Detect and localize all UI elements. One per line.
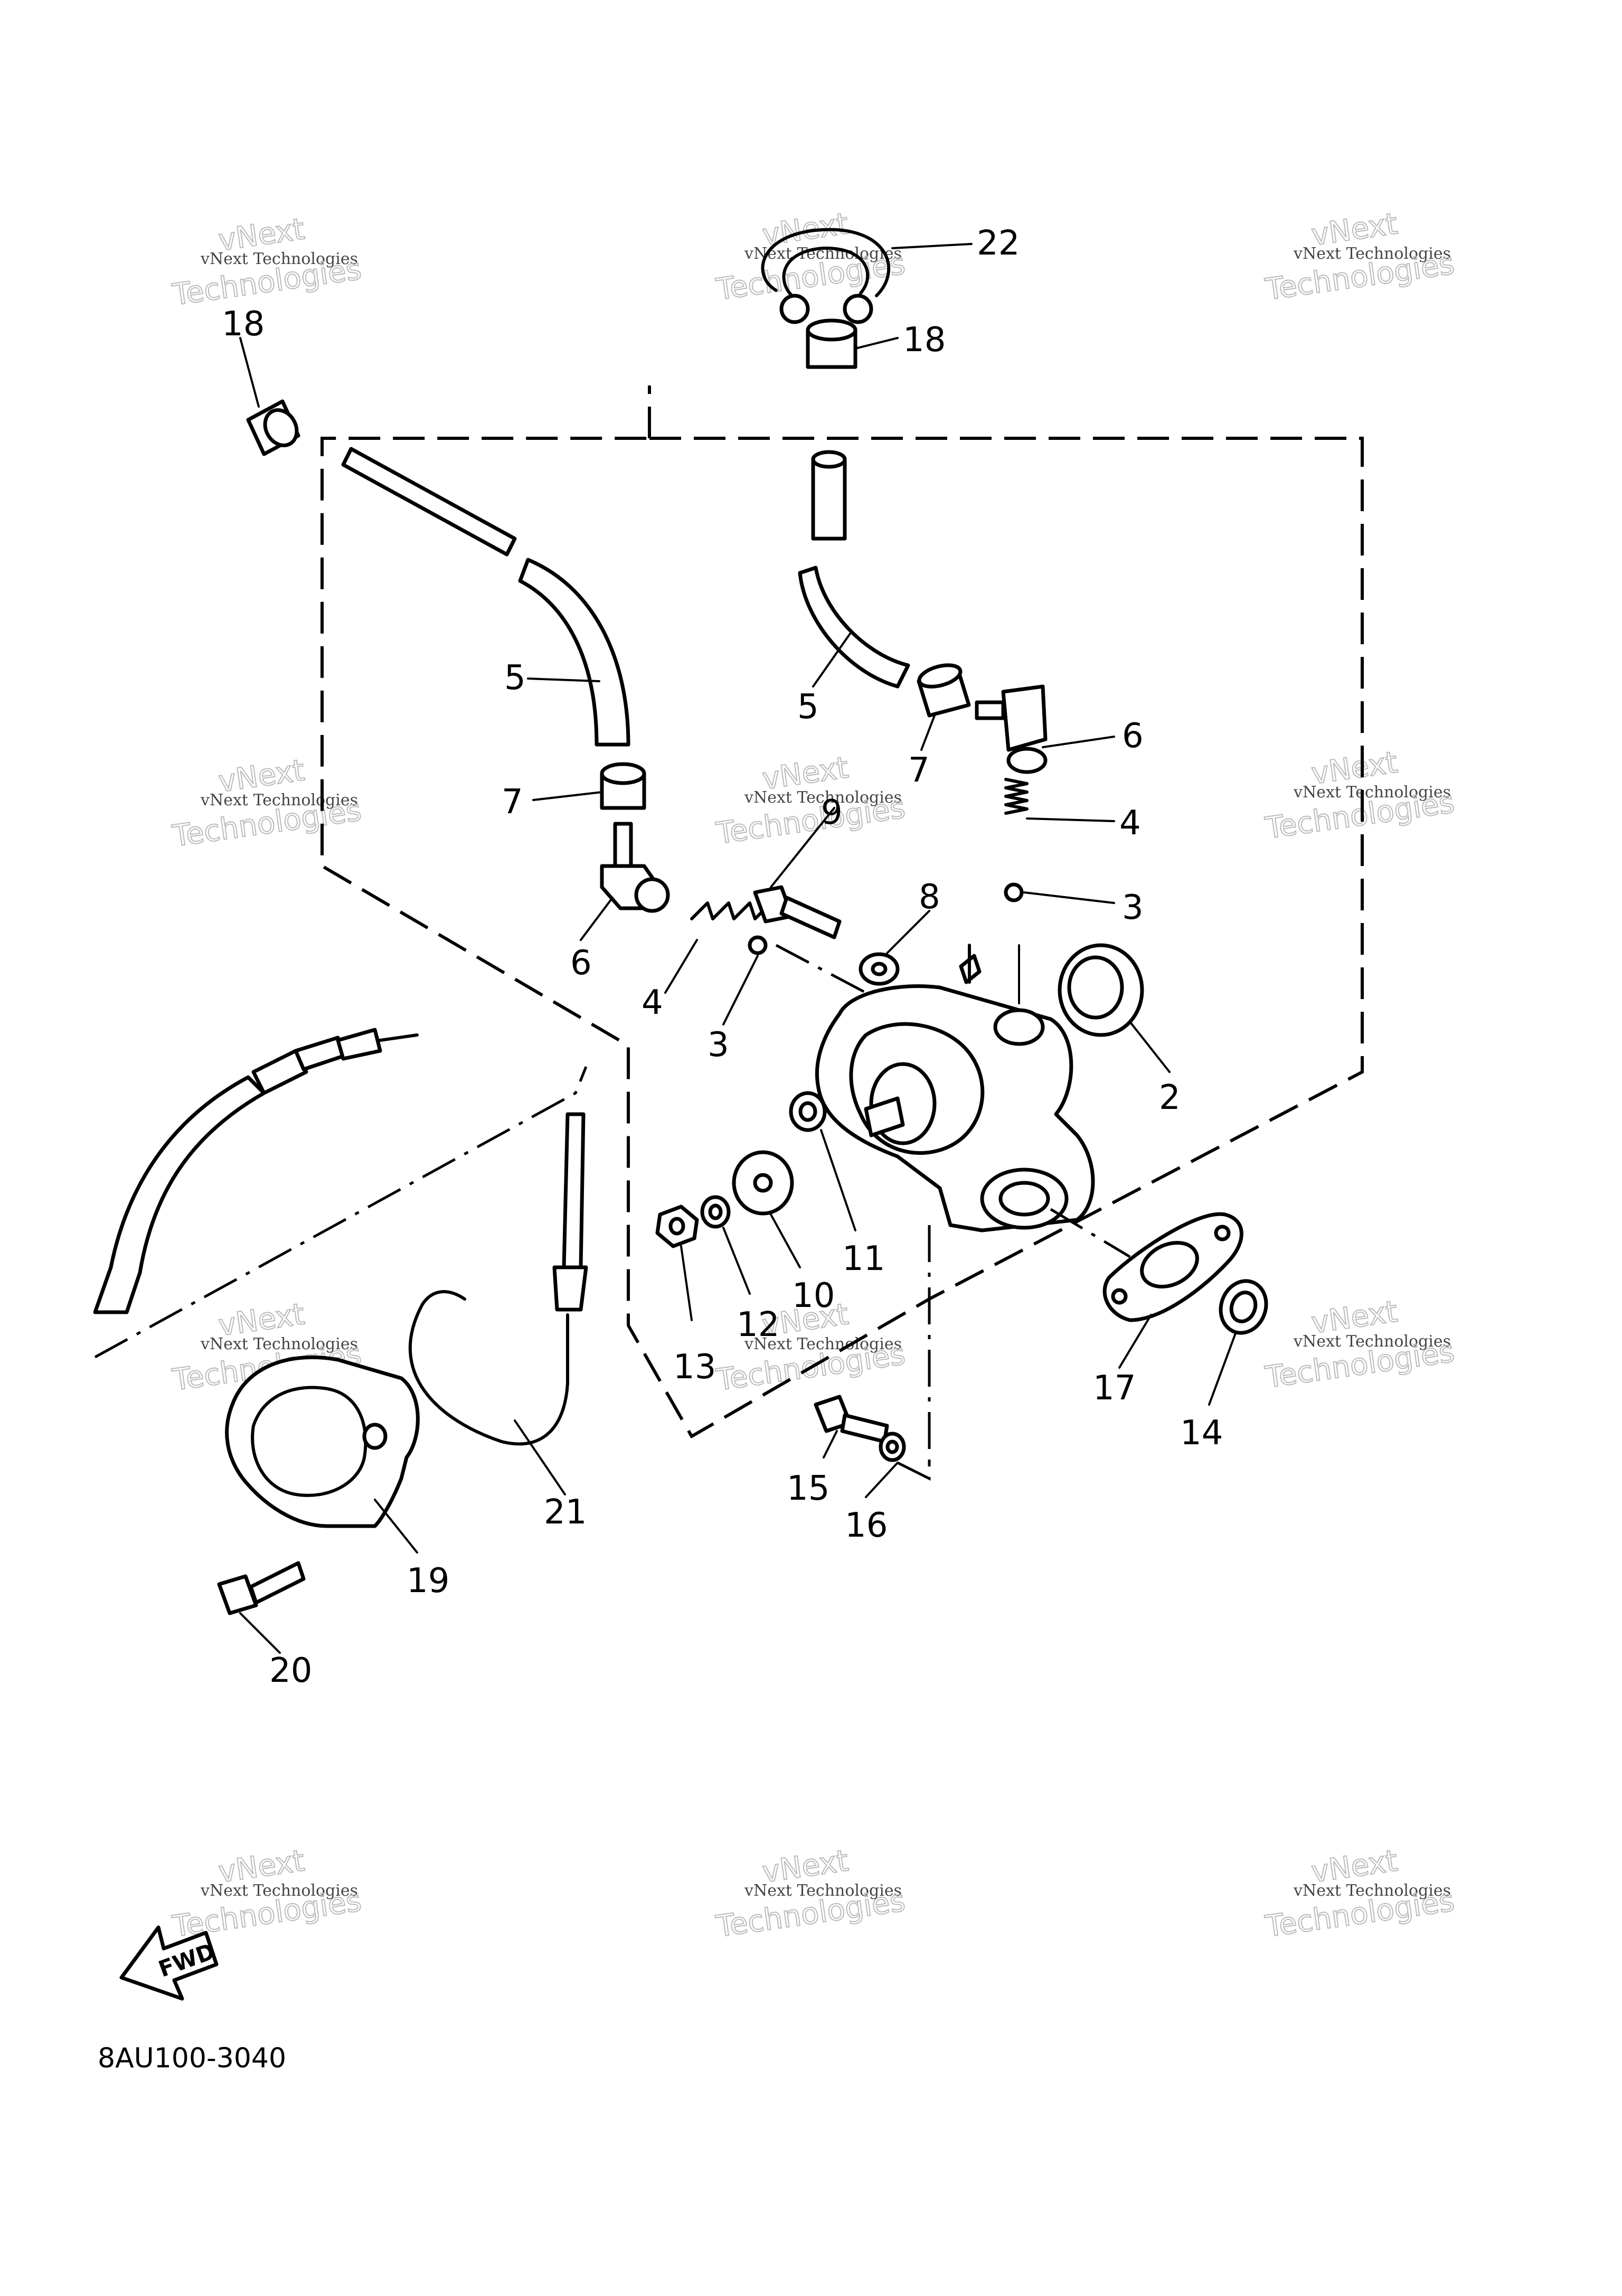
- cap-7-right: [917, 663, 971, 751]
- callout-5: 5: [797, 688, 819, 727]
- callout-22: 22: [977, 224, 1020, 263]
- elbow-fitting-6-left: [580, 822, 670, 941]
- hose-clip-22: [761, 228, 973, 324]
- watermark: vNext vNext Technologies Technologies: [1262, 206, 1457, 307]
- washer-16: [865, 1432, 906, 1498]
- ball-3-right: [1004, 882, 1115, 904]
- svg-text:vNext Technologies: vNext Technologies: [200, 250, 358, 268]
- washer-11: [789, 1091, 856, 1231]
- callout-15: 15: [787, 1469, 829, 1508]
- washer-14: [1208, 1279, 1268, 1406]
- callout-6: 6: [570, 944, 592, 983]
- callout-21: 21: [544, 1493, 587, 1532]
- cable-21: [408, 1112, 588, 1495]
- svg-text:vNext Technologies: vNext Technologies: [1293, 1881, 1451, 1900]
- watermark: vNext vNext Technologies Technologies: [169, 1843, 364, 1944]
- callout-12: 12: [737, 1305, 779, 1344]
- callout-13: 13: [673, 1348, 716, 1387]
- callout-18: 18: [222, 305, 265, 344]
- svg-text:vNext Technologies: vNext Technologies: [1293, 783, 1451, 802]
- callout-18: 18: [903, 321, 946, 360]
- bolt-15: [814, 1395, 889, 1458]
- seal-2: [1058, 943, 1171, 1073]
- callout-7: 7: [502, 783, 523, 822]
- bolt-9: [753, 807, 842, 939]
- elbow-fitting-6-right: [975, 684, 1115, 774]
- watermark: vNext vNext Technologies Technologies: [1262, 1843, 1457, 1944]
- callout-19: 19: [407, 1561, 449, 1601]
- sleeve-18-left: [239, 337, 300, 456]
- gasket-17: [1102, 1212, 1243, 1369]
- bolt-20: [217, 1561, 306, 1654]
- svg-text:vNext Technologies: vNext Technologies: [1293, 1332, 1451, 1351]
- fwd-arrow-icon: FWD: [119, 1925, 219, 2001]
- callout-3: 3: [708, 1025, 729, 1065]
- assembly-boundary: [94, 385, 1364, 1439]
- callout-11: 11: [842, 1239, 885, 1278]
- diagram-part-code: 8AU100-3040: [98, 2043, 286, 2074]
- callout-10: 10: [792, 1276, 835, 1315]
- callout-17: 17: [1093, 1369, 1136, 1408]
- watermark: vNext vNext Technologies Technologies: [713, 206, 908, 307]
- spring-4-left: [664, 901, 772, 994]
- cover-19: [225, 1355, 420, 1554]
- watermark: vNext vNext Technologies Technologies: [169, 752, 364, 854]
- svg-text:vNext Technologies: vNext Technologies: [1293, 244, 1451, 263]
- svg-text:vNext Technologies: vNext Technologies: [200, 791, 358, 810]
- watermark: vNext vNext Technologies Technologies: [169, 211, 364, 313]
- callout-16: 16: [845, 1506, 888, 1545]
- washer-12: [700, 1195, 751, 1295]
- sleeve-18-top: [806, 318, 899, 369]
- watermarks: vNext vNext Technologies Technologies vN…: [169, 206, 1457, 1944]
- oil-pump-body: [815, 944, 1095, 1232]
- callout-3: 3: [1122, 888, 1144, 927]
- spring-4-right: [1004, 778, 1115, 822]
- svg-text:vNext Technologies: vNext Technologies: [744, 788, 902, 807]
- callout-9: 9: [821, 793, 843, 832]
- svg-text:vNext Technologies: vNext Technologies: [744, 1881, 902, 1900]
- svg-text:vNext Technologies: vNext Technologies: [200, 1335, 358, 1353]
- hose-5-right: [798, 450, 910, 689]
- callout-6: 6: [1122, 717, 1144, 756]
- nut-13: [655, 1205, 699, 1321]
- ball-3-left: [722, 935, 768, 1025]
- callout-2: 2: [1159, 1078, 1181, 1117]
- hose-5-left: [341, 447, 630, 747]
- callout-labels: 22 18 18 5 5 7 7 6 6 4 4 3 3 9 8 2 11 10…: [222, 224, 1223, 1690]
- svg-text:vNext Technologies: vNext Technologies: [200, 1881, 358, 1900]
- cap-7-left: [532, 762, 646, 810]
- watermark: vNext vNext Technologies Technologies: [1262, 1294, 1457, 1395]
- callout-20: 20: [269, 1651, 312, 1690]
- callout-5: 5: [504, 658, 526, 698]
- washer-10: [732, 1150, 801, 1268]
- pump-cable: [93, 1028, 419, 1314]
- callout-7: 7: [908, 751, 930, 790]
- watermark: vNext vNext Technologies Technologies: [1262, 745, 1457, 846]
- washer-8: [859, 910, 930, 986]
- callout-4: 4: [642, 983, 663, 1022]
- callout-4: 4: [1119, 804, 1141, 843]
- alignment-lines: [775, 944, 1131, 1481]
- svg-text:vNext Technologies: vNext Technologies: [744, 1335, 902, 1353]
- callout-14: 14: [1180, 1414, 1223, 1453]
- watermark: vNext vNext Technologies Technologies: [713, 1843, 908, 1944]
- callout-8: 8: [919, 878, 940, 917]
